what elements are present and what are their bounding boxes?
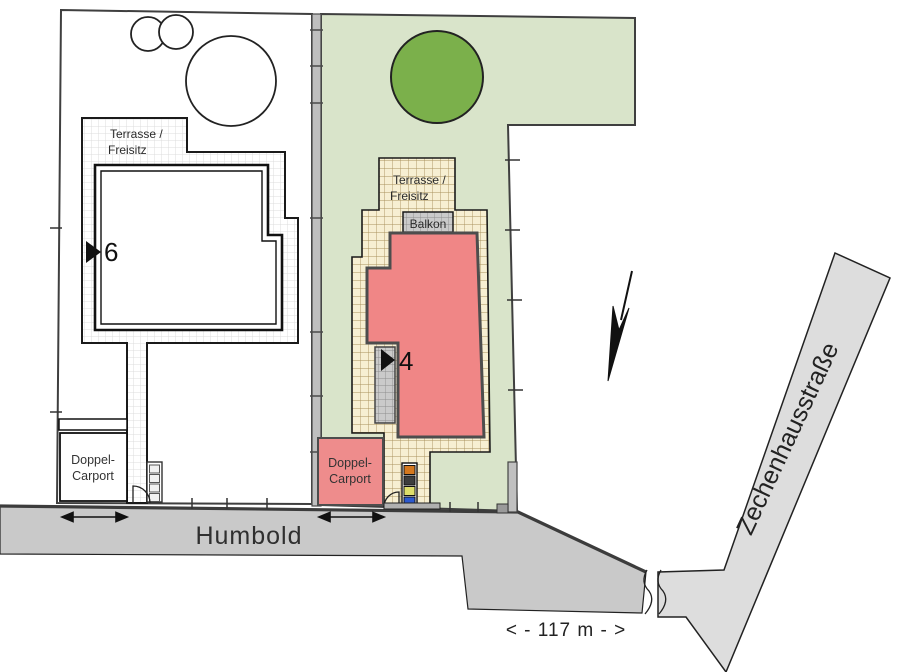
entrance-marker-4 [381, 349, 395, 371]
north-arrow [607, 270, 633, 382]
utility-markers [401, 462, 418, 508]
boundary-ticks [50, 159, 523, 512]
svg-text:Carport: Carport [329, 472, 371, 486]
left-utility-boxes [146, 461, 163, 503]
svg-text:Doppel-: Doppel- [71, 453, 115, 467]
svg-text:Doppel-: Doppel- [328, 456, 372, 470]
house-number-4: 4 [399, 346, 413, 376]
right-driveway-arrow [316, 511, 387, 523]
street-name-humbold: Humbold [195, 522, 302, 550]
horizontal-street-surface [0, 505, 647, 614]
horizontal-street [0, 504, 653, 615]
right-carport [317, 437, 384, 506]
distance-label: < - 117 m - > [506, 620, 626, 641]
left-terrace-label-line2: Freisitz [108, 143, 147, 157]
tree-large-left [185, 35, 277, 127]
street-curb-line [0, 504, 647, 574]
boundary-post [496, 503, 509, 514]
left-building-outer-wall [93, 163, 284, 332]
balcony-label: Balkon [410, 217, 447, 231]
right-carport-label: Doppel- Carport [328, 456, 372, 486]
right-building [365, 231, 486, 439]
right-terrace-label-line1: Terrasse / [393, 173, 446, 187]
left-carport-rear-wall [58, 418, 128, 431]
utility-marker-telecom [403, 475, 416, 486]
street-break-squiggle-left [643, 569, 653, 615]
entrance-marker-6 [86, 241, 101, 263]
left-terrace-label-line1: Terrasse / [110, 127, 163, 141]
utility-marker-gas [403, 465, 416, 475]
utility-marker-power [403, 486, 416, 496]
street-break-squiggle-right [657, 569, 667, 615]
left-building-inner-wall [100, 170, 277, 325]
diagonal-street-surface [657, 251, 891, 672]
house-number-6: 6 [104, 237, 118, 267]
svg-text:Carport: Carport [72, 469, 114, 483]
diagonal-street [657, 251, 891, 672]
entrance-porch [374, 346, 396, 424]
left-gate-swing [132, 485, 151, 504]
left-terrace-label: Terrasse / Freisitz [108, 127, 163, 157]
tree-small-2 [158, 14, 194, 50]
right-boundary-wall [507, 461, 518, 513]
left-driveway-arrow [59, 511, 130, 523]
right-terrace-label: Terrasse / Freisitz [390, 173, 446, 203]
boundary-fence [310, 13, 323, 507]
left-carport [59, 432, 128, 502]
right-terrace-label-line2: Freisitz [390, 189, 429, 203]
path-edge-wall [383, 502, 441, 510]
left-carport-label: Doppel- Carport [71, 453, 115, 483]
tree-green [390, 30, 484, 124]
